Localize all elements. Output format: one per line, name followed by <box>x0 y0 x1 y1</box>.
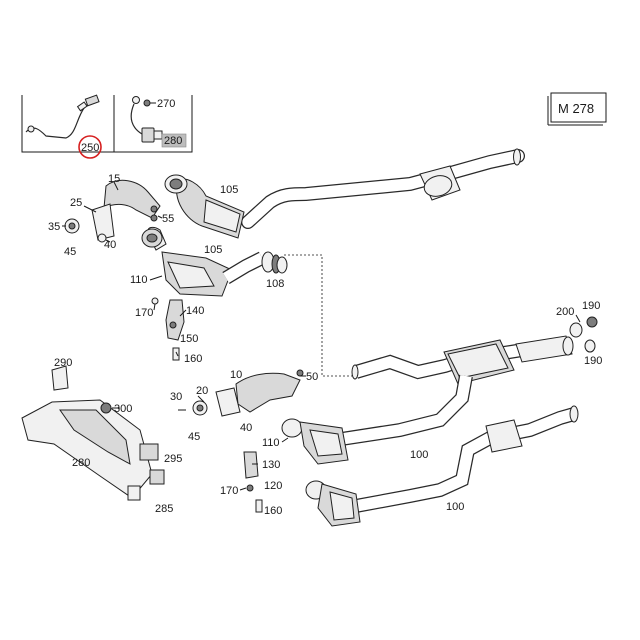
label-130: 130 <box>262 459 280 471</box>
label-200: 200 <box>556 306 574 318</box>
model-box <box>547 92 607 126</box>
label-25: 25 <box>70 197 82 209</box>
label-110-lower: 110 <box>262 437 280 449</box>
rear-muffler-upper-part[interactable] <box>351 335 574 385</box>
leader-lines <box>62 181 581 491</box>
label-55: 55 <box>162 213 174 225</box>
catalytic-converter-lower-b-part[interactable] <box>305 480 361 527</box>
label-280: 280 <box>72 457 90 469</box>
cross-member-part[interactable] <box>21 365 165 501</box>
label-270: 270 <box>157 98 175 110</box>
label-110-upper: 110 <box>130 274 148 286</box>
label-140: 140 <box>186 305 204 317</box>
model-label: M 278 <box>558 101 594 116</box>
catalytic-converter-upper-part[interactable] <box>164 174 245 239</box>
label-105-middle: 105 <box>204 244 222 256</box>
label-45-lower: 45 <box>188 431 200 443</box>
label-295: 295 <box>164 453 182 465</box>
label-120: 120 <box>264 480 282 492</box>
label-160-lower: 160 <box>264 505 282 517</box>
oxygen-sensor-part[interactable] <box>25 94 100 139</box>
label-170-upper: 170 <box>135 307 153 319</box>
label-285: 285 <box>155 503 173 515</box>
label-30: 30 <box>170 391 182 403</box>
label-300: 300 <box>114 403 132 415</box>
exhaust-manifold-lower-part[interactable] <box>192 369 304 417</box>
label-105-upper: 105 <box>220 184 238 196</box>
front-pipe-left-part[interactable] <box>333 374 473 447</box>
label-280-inset: 280 <box>164 135 182 147</box>
label-20: 20 <box>196 385 208 397</box>
highlight-circle-250 <box>78 135 102 159</box>
label-35: 35 <box>48 221 60 233</box>
label-290: 290 <box>54 357 72 369</box>
label-160-upper: 160 <box>184 353 202 365</box>
label-150: 150 <box>180 333 198 345</box>
label-108: 108 <box>266 278 284 290</box>
rear-clamp-part[interactable] <box>569 316 598 353</box>
pipe-clamp-part[interactable] <box>261 251 288 274</box>
sensor-bracket-part[interactable] <box>130 96 163 143</box>
label-250: 250 <box>81 142 99 154</box>
front-pipe-upper-part[interactable] <box>241 148 525 229</box>
label-170-lower: 170 <box>220 485 238 497</box>
label-40-upper: 40 <box>104 239 116 251</box>
label-190-lower: 190 <box>584 355 602 367</box>
label-40-lower: 40 <box>240 422 252 434</box>
label-50: 50 <box>306 371 318 383</box>
part-labels: 15 25 35 45 40 55 105 105 110 170 140 15… <box>48 173 602 517</box>
catalytic-converter-middle-part[interactable] <box>141 226 266 297</box>
support-bracket-lower-part[interactable] <box>243 451 263 513</box>
catalytic-converter-lower-a-part[interactable] <box>281 418 349 465</box>
label-280-box <box>161 133 187 148</box>
label-10: 10 <box>230 369 242 381</box>
support-bracket-upper-part[interactable] <box>151 297 185 361</box>
inset-panel <box>21 95 193 153</box>
rear-muffler-lower-part[interactable] <box>354 405 579 513</box>
label-15: 15 <box>108 173 120 185</box>
label-45-upper: 45 <box>64 246 76 258</box>
label-190-upper: 190 <box>582 300 600 312</box>
label-100-lower: 100 <box>446 501 464 513</box>
label-100-middle: 100 <box>410 449 428 461</box>
